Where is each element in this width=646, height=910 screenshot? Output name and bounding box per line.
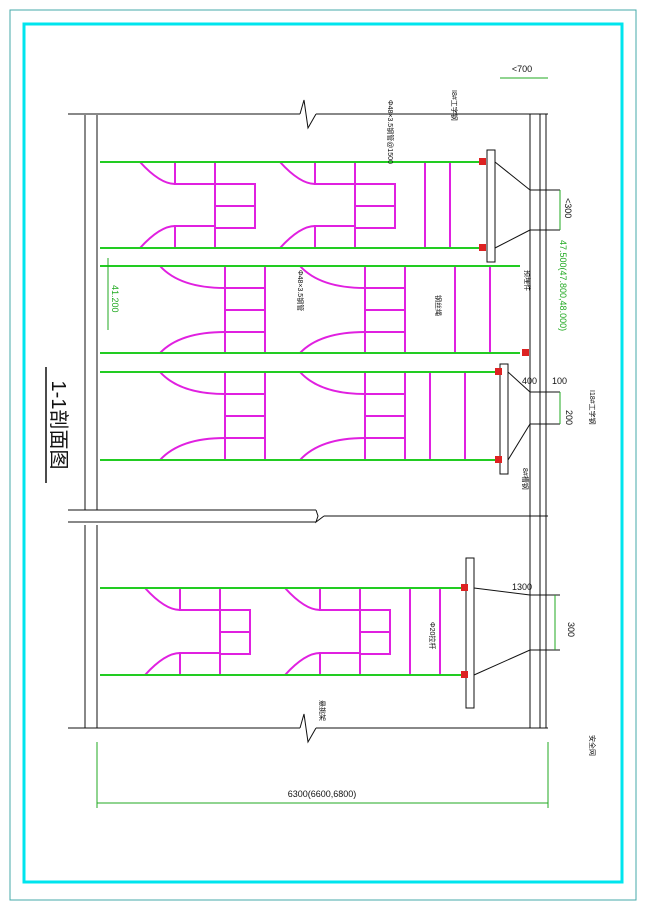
- tube-a-label: Φ48×3.5钢管@1500: [386, 100, 395, 164]
- gap-100-label: 100: [552, 376, 567, 386]
- anchor-points: [461, 158, 529, 678]
- elevation-labels: 47.500(47.800,48.000) 41.200: [110, 240, 568, 331]
- bracket-label: 悬挑架: [318, 700, 327, 721]
- scaffold-frame-1: [120, 161, 485, 249]
- tie-rod-label: Φ20拉杆: [428, 622, 437, 649]
- annotation-labels: Φ48×3.5钢管@1500 I8#工字钢 Φ48×3.5钢管 钢丝绳 预埋件 …: [296, 90, 597, 756]
- net-label: 安全网: [588, 735, 597, 756]
- title-block: 1-1剖面图: [45, 367, 70, 483]
- anchor-label: 预埋件: [523, 270, 532, 291]
- scaffold-frame-2: [120, 265, 520, 354]
- scaffold-frame-4: [120, 587, 465, 676]
- lower-width-label: 1300: [512, 582, 532, 592]
- tube-b-label: Φ48×3.5钢管: [296, 270, 305, 311]
- joist-label: I18#工字钢: [588, 390, 597, 425]
- overhang-label: <700: [512, 64, 532, 74]
- inner-frame: [22, 22, 624, 884]
- gap-200-label: 200: [564, 410, 574, 425]
- dimension-labels: 6300(6600,6800) <700 400 100 1300 <300 2…: [288, 64, 576, 799]
- drawing-title: 1-1剖面图: [47, 381, 70, 470]
- gap-400-label: 400: [522, 376, 537, 386]
- steel-tubes: [100, 161, 520, 676]
- beam-steel-b-label: 8#槽钢: [521, 468, 530, 490]
- wall-lines: [68, 99, 560, 744]
- outer-frame: [9, 9, 637, 901]
- lower-slab-label: 300: [566, 622, 576, 637]
- overall-width-label: 6300(6600,6800): [288, 789, 357, 799]
- wire-rope-label: 钢丝绳: [434, 295, 443, 316]
- right-slab-label: <300: [563, 198, 573, 218]
- dimension-lines: [96, 77, 561, 808]
- scaffold-frame-3: [120, 371, 500, 461]
- elevation-2-label: 41.200: [110, 285, 120, 313]
- outrigger-beams: [465, 149, 531, 709]
- elevation-1-label: 47.500(47.800,48.000): [558, 240, 568, 331]
- beam-steel-a-label: I8#工字钢: [450, 90, 459, 121]
